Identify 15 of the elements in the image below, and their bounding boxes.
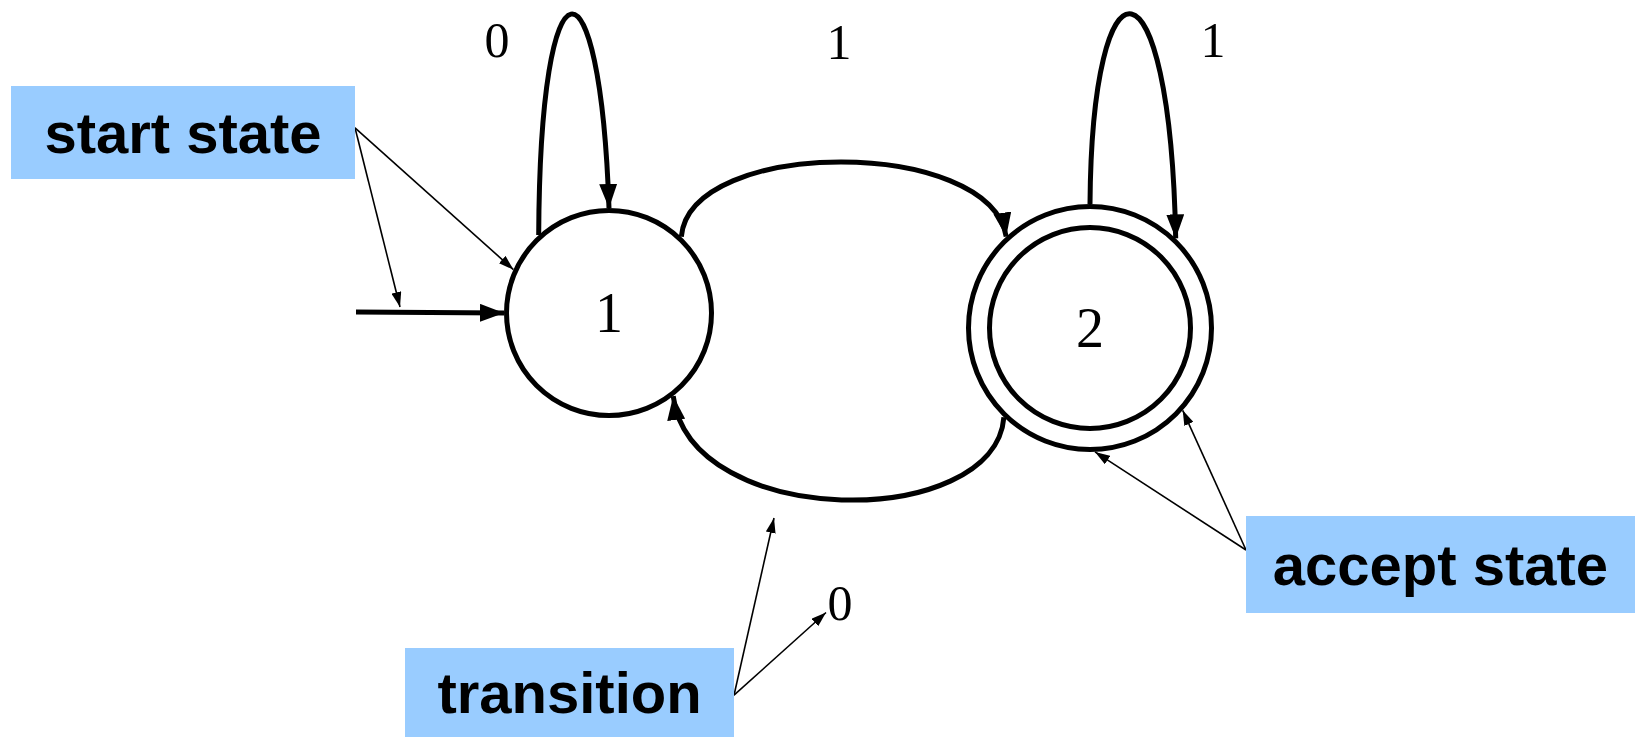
self-loop-arrow <box>1087 11 1184 239</box>
leader-line <box>1181 409 1247 551</box>
transition-symbol: 0 <box>826 584 854 622</box>
callout-label: transition <box>405 648 734 737</box>
leader-line <box>354 127 515 271</box>
state-circle: 1 <box>504 208 714 418</box>
transition-arrow <box>678 159 1009 238</box>
self-loop-arrow <box>536 12 617 236</box>
accept-state-double-circle: 2 <box>966 204 1214 452</box>
transition-arrow <box>670 395 1007 503</box>
callout-label: accept state <box>1246 516 1635 613</box>
callout-label: start state <box>11 86 355 179</box>
start-arrow <box>356 303 504 322</box>
leader-line <box>1094 451 1247 551</box>
leader-line <box>733 611 827 696</box>
